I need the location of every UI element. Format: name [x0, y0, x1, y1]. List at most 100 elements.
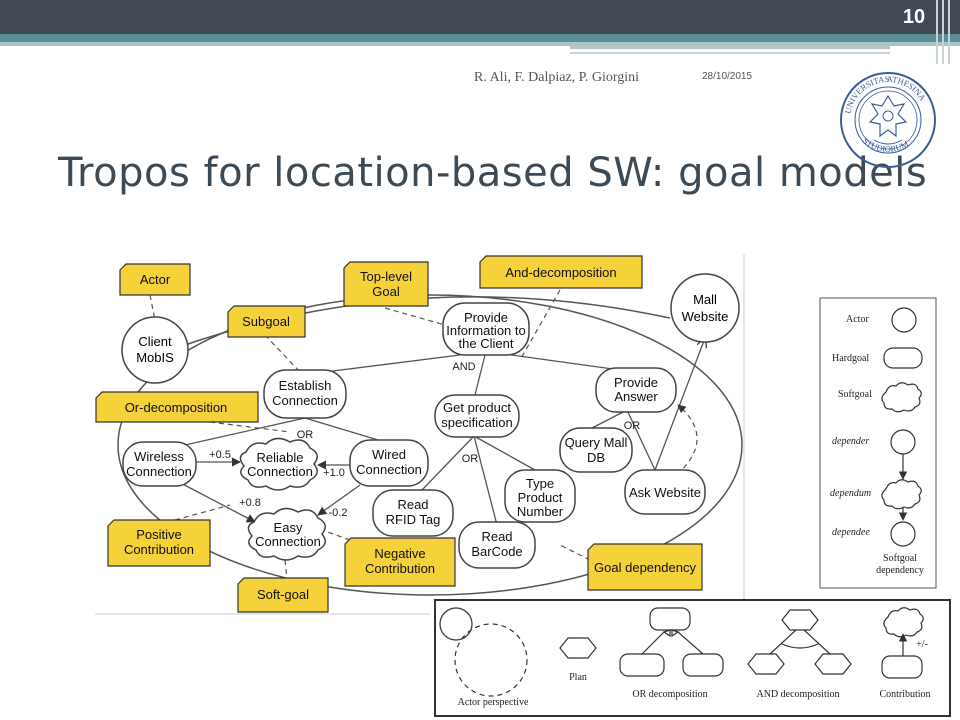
legend-label: depender: [832, 436, 869, 447]
node-text: Ask Website: [629, 485, 701, 500]
node-text: BarCode: [471, 544, 522, 559]
node-text: Establish: [279, 378, 332, 393]
node-text: DB: [587, 450, 605, 465]
callout-goal-dependency: [587, 543, 703, 591]
legend-label: AND decomposition: [756, 689, 839, 700]
node-text: Client: [138, 334, 172, 349]
callout-negative-contribution: [344, 537, 456, 587]
header-stripe: [0, 34, 960, 42]
client-actor: Client MobIS: [121, 316, 189, 384]
node-text: Easy: [274, 520, 303, 535]
link-label: -0.2: [329, 507, 348, 519]
link-label: OR: [624, 420, 641, 432]
softgoal-reliable-connection: [239, 437, 318, 491]
node-text: Connection: [126, 464, 192, 479]
legend-right: Actor Hardgoal Softgoal depender dependu…: [819, 297, 937, 589]
goal-wired-connection: [349, 439, 429, 487]
node-text: Reliable: [257, 450, 304, 465]
callout-text: Top-level: [360, 269, 412, 284]
node-text: Connection: [356, 462, 422, 477]
university-seal: UNIVERSITAS ATHESINA STUDIORUM: [840, 70, 936, 168]
node-text: Read: [481, 529, 512, 544]
goal-read-barcode: [458, 521, 536, 569]
goal-provide-information: [442, 302, 530, 356]
node-text: Read: [397, 497, 428, 512]
legend-label: dependee: [832, 527, 870, 538]
legend-label: Contribution: [879, 689, 930, 700]
callout-or-decomposition: [95, 391, 259, 423]
header-vertical-line: [942, 0, 944, 64]
link-label: AND: [452, 361, 475, 373]
callout-text: Contribution: [124, 542, 194, 557]
legend-label: dependency: [876, 565, 924, 576]
legend-label: Softgoal: [838, 389, 872, 400]
link-label: OR: [297, 429, 314, 441]
callout-text: Positive: [136, 527, 182, 542]
goal-provide-answer: [595, 367, 677, 413]
link-label: OR: [462, 453, 479, 465]
date-text: 28/10/2015: [702, 71, 753, 82]
node-text: Answer: [614, 389, 658, 404]
legend-label: Softgoal: [883, 553, 917, 564]
callout-text: Actor: [140, 272, 171, 287]
legend-label: +/-: [916, 639, 928, 650]
legend-label: Hardgoal: [832, 353, 869, 364]
callout-text: And-decomposition: [505, 265, 616, 280]
header-vertical-line: [948, 0, 950, 64]
header-thin-line: [570, 46, 890, 49]
callout-text: Subgoal: [242, 314, 290, 329]
legend-label: Actor perspective: [458, 697, 529, 708]
callout-top-level-goal: [343, 261, 429, 307]
legend-label: OR decomposition: [632, 689, 707, 700]
legend-label: Plan: [569, 672, 587, 683]
node-text: Query Mall: [565, 435, 628, 450]
callout-soft-goal: [237, 577, 329, 613]
node-text: Connection: [272, 393, 338, 408]
node-text: Information to: [446, 323, 526, 338]
goal-ask-website: [624, 469, 706, 515]
node-text: Provide: [614, 375, 658, 390]
node-text: Website: [682, 309, 729, 324]
goal-wireless-connection: [122, 441, 197, 487]
node-text: Mall: [693, 292, 717, 307]
callout-text: Soft-goal: [257, 587, 309, 602]
node-text: Wireless: [134, 449, 184, 464]
node-text: Wired: [372, 447, 406, 462]
callout-positive-contribution: [107, 519, 211, 567]
callout-text: Contribution: [365, 561, 435, 576]
node-text: Number: [517, 504, 564, 519]
goal-read-rfid: [372, 489, 454, 537]
legend-bottom: Actor perspective Plan OR decomposition …: [434, 599, 951, 717]
node-text: Connection: [255, 534, 321, 549]
node-text: MobIS: [136, 350, 174, 365]
page-number: 10: [902, 6, 926, 28]
authors-text: R. Ali, F. Dalpiaz, P. Giorgini: [474, 70, 640, 85]
node-text: Provide: [464, 310, 508, 325]
header-stripe-light: [0, 42, 960, 46]
node-text: Connection: [247, 464, 313, 479]
callout-text: Negative: [374, 546, 425, 561]
legend-label: dependum: [830, 488, 871, 499]
mall-website-actor: Mall Website: [670, 273, 740, 343]
node-text: the Client: [459, 336, 514, 351]
goal-get-product-spec: [434, 394, 520, 438]
goal-query-mall-db: [559, 427, 633, 473]
goal-type-product-number: [504, 469, 576, 523]
callout-text: Goal dependency: [594, 560, 696, 575]
header-vertical-line: [936, 0, 938, 64]
legend-label: Actor: [846, 314, 869, 325]
softgoal-easy-connection: [247, 507, 326, 561]
node-text: Get product: [443, 400, 511, 415]
actor-boundary: [117, 294, 743, 596]
link-label: +0.5: [209, 449, 231, 461]
callout-text: Goal: [372, 284, 400, 299]
node-text: specification: [441, 415, 513, 430]
callout-subgoal: [227, 305, 306, 338]
node-text: Type: [526, 476, 554, 491]
slide-title: Tropos for location-based SW: goal model…: [58, 150, 928, 196]
link-label: +1.0: [323, 467, 345, 479]
callout-actor: [119, 263, 191, 296]
callout-and-decomposition: [479, 255, 643, 289]
header-thin-line-2: [570, 52, 890, 54]
